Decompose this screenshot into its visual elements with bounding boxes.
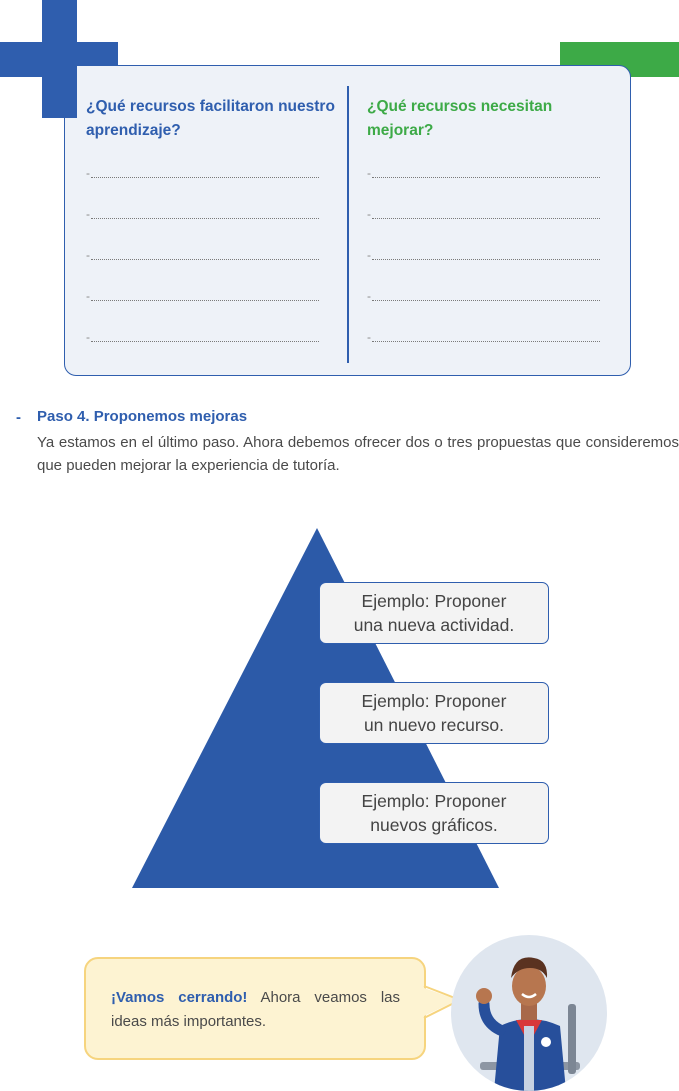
step-title: Paso 4. Proponemos mejoras [37,408,248,425]
right-answer-line[interactable]: - [367,166,607,182]
plus-cross-icon-overlay [42,0,77,118]
left-answer-line[interactable]: - [86,330,326,346]
speech-bubble [84,957,426,1060]
left-answer-line[interactable]: - [86,207,326,223]
right-column-heading: ¿Qué recursos necesitan mejorar? [367,98,553,139]
step-bullet: - [16,409,21,426]
right-answer-line[interactable]: - [367,289,607,305]
right-answer-line[interactable]: - [367,248,607,264]
step-body: Ya estamos en el último paso. Ahora debe… [37,434,679,474]
right-answer-line[interactable]: - [367,330,607,346]
student-avatar-illustration [450,934,608,1091]
speech-bubble-text: ¡Vamos cerrando! Ahora veamos las ideas … [111,989,400,1030]
left-answer-line[interactable]: - [86,289,326,305]
left-column-heading: ¿Qué recursos facilitaron nuestro aprend… [86,98,335,139]
column-divider [347,86,349,363]
left-answer-line[interactable]: - [86,248,326,264]
right-answer-line[interactable]: - [367,207,607,223]
left-answer-line[interactable]: - [86,166,326,182]
